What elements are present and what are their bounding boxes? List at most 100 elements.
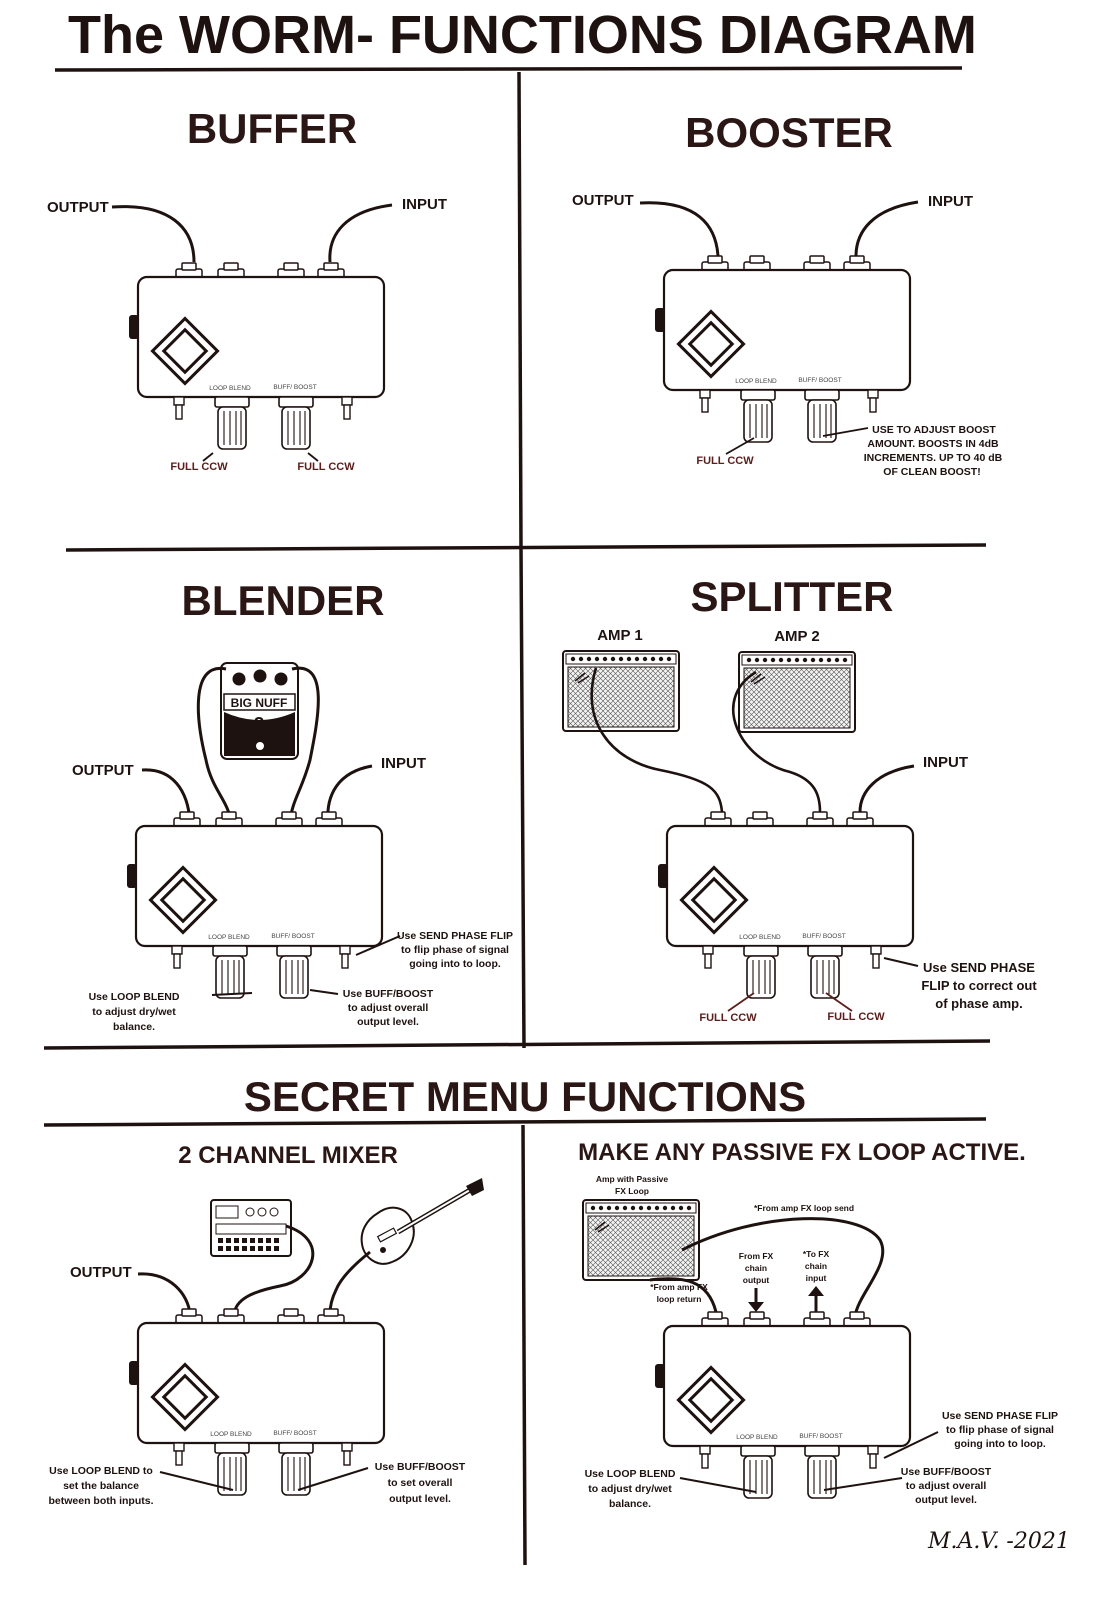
svg-text:input: input	[806, 1273, 827, 1283]
mixer-buff-boost-label: BUFF/ BOOST	[273, 1430, 316, 1437]
booster-heading: BOOSTER	[685, 109, 893, 156]
buffer-pedal	[127, 261, 386, 451]
drum-machine	[210, 1199, 292, 1257]
blender-loop-note: Use LOOP BLEND to adjust dry/wet balance…	[89, 991, 180, 1033]
svg-text:USE TO ADJUST BOOST: USE TO ADJUST BOOST	[872, 424, 996, 436]
svg-text:INCREMENTS. UP TO 40 dB: INCREMENTS. UP TO 40 dB	[864, 452, 1003, 464]
fuzz-pedal-name: BIG NUFF	[231, 696, 288, 710]
svg-text:FLIP to correct out: FLIP to correct out	[921, 978, 1037, 993]
svg-text:*From amp FX: *From amp FX	[650, 1282, 708, 1292]
blender-heading: BLENDER	[181, 577, 384, 624]
svg-text:From FX: From FX	[739, 1251, 774, 1261]
mixer-loop-note: Use LOOP BLEND to set the balance betwee…	[49, 1465, 154, 1507]
mixer-output-label: OUTPUT	[70, 1264, 132, 1281]
divider-lines	[43, 66, 991, 1566]
splitter-amp2-label: AMP 2	[774, 628, 820, 645]
svg-text:between both inputs.: between both inputs.	[49, 1495, 154, 1507]
svg-text:balance.: balance.	[609, 1498, 651, 1510]
fxloop-send-note: *From amp FX loop send	[754, 1203, 854, 1213]
fxloop-loop-blend-label: LOOP BLEND	[736, 1434, 778, 1441]
blender-panel: BLENDER BIG NUFF ? OUTPUT INPUT LOOP BLE…	[72, 577, 513, 1033]
svg-text:to set overall: to set overall	[388, 1477, 453, 1489]
buffer-loop-blend-label: LOOP BLEND	[209, 385, 251, 392]
svg-text:output level.: output level.	[357, 1016, 419, 1028]
guitar	[360, 1178, 484, 1265]
buffer-heading: BUFFER	[187, 105, 357, 152]
svg-text:Use BUFF/BOOST: Use BUFF/BOOST	[343, 988, 434, 1000]
svg-text:of phase amp.: of phase amp.	[935, 996, 1022, 1011]
splitter-loop-blend-label: LOOP BLEND	[739, 934, 781, 941]
svg-text:Use LOOP BLEND: Use LOOP BLEND	[89, 991, 180, 1003]
fxloop-amp	[582, 1199, 700, 1281]
splitter-phase-note: Use SEND PHASE FLIP to correct out of ph…	[921, 960, 1037, 1011]
svg-text:to adjust dry/wet: to adjust dry/wet	[588, 1483, 672, 1495]
svg-text:to adjust overall: to adjust overall	[348, 1002, 429, 1014]
fxloop-buff-boost-label: BUFF/ BOOST	[799, 1433, 842, 1440]
splitter-input-label: INPUT	[923, 754, 968, 771]
arrow-down-icon	[748, 1288, 764, 1312]
buffer-input-label: INPUT	[402, 196, 447, 213]
svg-text:output level.: output level.	[389, 1493, 451, 1505]
fxloop-amp-label: Amp with Passive FX Loop	[596, 1174, 669, 1196]
svg-text:output level.: output level.	[915, 1494, 977, 1506]
fxloop-return-note: *From amp FX loop return	[650, 1282, 708, 1304]
buffer-output-label: OUTPUT	[47, 199, 109, 216]
mixer-pedal	[127, 1307, 386, 1497]
blender-phase-note: Use SEND PHASE FLIP to flip phase of sig…	[397, 930, 513, 970]
fxloop-phase-note: Use SEND PHASE FLIP to flip phase of sig…	[942, 1410, 1058, 1450]
booster-loop-blend-label: LOOP BLEND	[735, 378, 777, 385]
svg-text:AMOUNT. BOOSTS IN 4dB: AMOUNT. BOOSTS IN 4dB	[867, 438, 999, 450]
svg-text:Use LOOP BLEND: Use LOOP BLEND	[585, 1468, 676, 1480]
fxloop-heading: MAKE ANY PASSIVE FX LOOP ACTIVE.	[578, 1139, 1026, 1166]
svg-text:Amp with Passive: Amp with Passive	[596, 1174, 669, 1184]
svg-text:Use SEND PHASE: Use SEND PHASE	[923, 960, 1035, 975]
splitter-pedal	[656, 810, 915, 1000]
booster-pedal	[653, 254, 912, 444]
amp-2	[738, 651, 856, 733]
svg-text:FX Loop: FX Loop	[615, 1186, 649, 1196]
page-title: The WORM- FUNCTIONS DIAGRAM	[68, 5, 977, 65]
blender-buff-note: Use BUFF/BOOST to adjust overall output …	[343, 988, 434, 1028]
svg-text:to flip phase of signal: to flip phase of signal	[401, 944, 509, 956]
svg-text:to adjust dry/wet: to adjust dry/wet	[92, 1006, 176, 1018]
splitter-right-knob-note: FULL CCW	[827, 1011, 885, 1023]
svg-text:chain: chain	[745, 1263, 767, 1273]
svg-text:loop return: loop return	[657, 1294, 702, 1304]
booster-output-label: OUTPUT	[572, 192, 634, 209]
fuzz-pedal-symbol: ?	[254, 714, 265, 734]
artist-signature: M.A.V. -2021	[927, 1529, 1070, 1554]
blender-loop-blend-label: LOOP BLEND	[208, 934, 250, 941]
booster-buff-boost-label: BUFF/ BOOST	[798, 377, 841, 384]
blender-output-label: OUTPUT	[72, 762, 134, 779]
booster-input-label: INPUT	[928, 193, 973, 210]
arrow-up-icon	[808, 1286, 824, 1312]
mixer-loop-blend-label: LOOP BLEND	[210, 1431, 252, 1438]
amp-1	[562, 650, 680, 732]
fxloop-pedal	[653, 1310, 912, 1500]
splitter-buff-boost-label: BUFF/ BOOST	[802, 933, 845, 940]
buffer-right-knob-note: FULL CCW	[297, 461, 355, 473]
svg-text:Use SEND PHASE FLIP: Use SEND PHASE FLIP	[942, 1410, 1058, 1422]
svg-text:*To FX: *To FX	[803, 1249, 830, 1259]
svg-text:chain: chain	[805, 1261, 827, 1271]
fuzz-pedal: BIG NUFF ?	[220, 662, 299, 760]
fxloop-panel: MAKE ANY PASSIVE FX LOOP ACTIVE. Amp wit…	[578, 1139, 1058, 1510]
svg-text:Use SEND PHASE FLIP: Use SEND PHASE FLIP	[397, 930, 513, 942]
blender-pedal	[125, 810, 384, 1000]
mixer-buff-note: Use BUFF/BOOST to set overall output lev…	[375, 1461, 466, 1505]
fxloop-chain-out-note: From FX chain output	[739, 1251, 774, 1285]
fxloop-buff-note: Use BUFF/BOOST to adjust overall output …	[901, 1466, 992, 1506]
mixer-panel: 2 CHANNEL MIXER OUTPUT	[49, 1142, 484, 1507]
svg-text:Use LOOP BLEND to: Use LOOP BLEND to	[49, 1465, 153, 1477]
buffer-left-knob-note: FULL CCW	[170, 461, 228, 473]
svg-text:going into to loop.: going into to loop.	[409, 958, 501, 970]
svg-text:OF CLEAN BOOST!: OF CLEAN BOOST!	[883, 466, 980, 478]
booster-boost-note: USE TO ADJUST BOOST AMOUNT. BOOSTS IN 4d…	[864, 424, 1003, 478]
svg-text:balance.: balance.	[113, 1021, 155, 1033]
splitter-amp1-label: AMP 1	[597, 627, 643, 644]
svg-text:to adjust overall: to adjust overall	[906, 1480, 987, 1492]
fxloop-chain-in-note: *To FX chain input	[803, 1249, 830, 1283]
buffer-panel: BUFFER OUTPUT INPUT LOOP BLEND BUFF/ BOO…	[47, 105, 447, 473]
splitter-left-knob-note: FULL CCW	[699, 1012, 757, 1024]
